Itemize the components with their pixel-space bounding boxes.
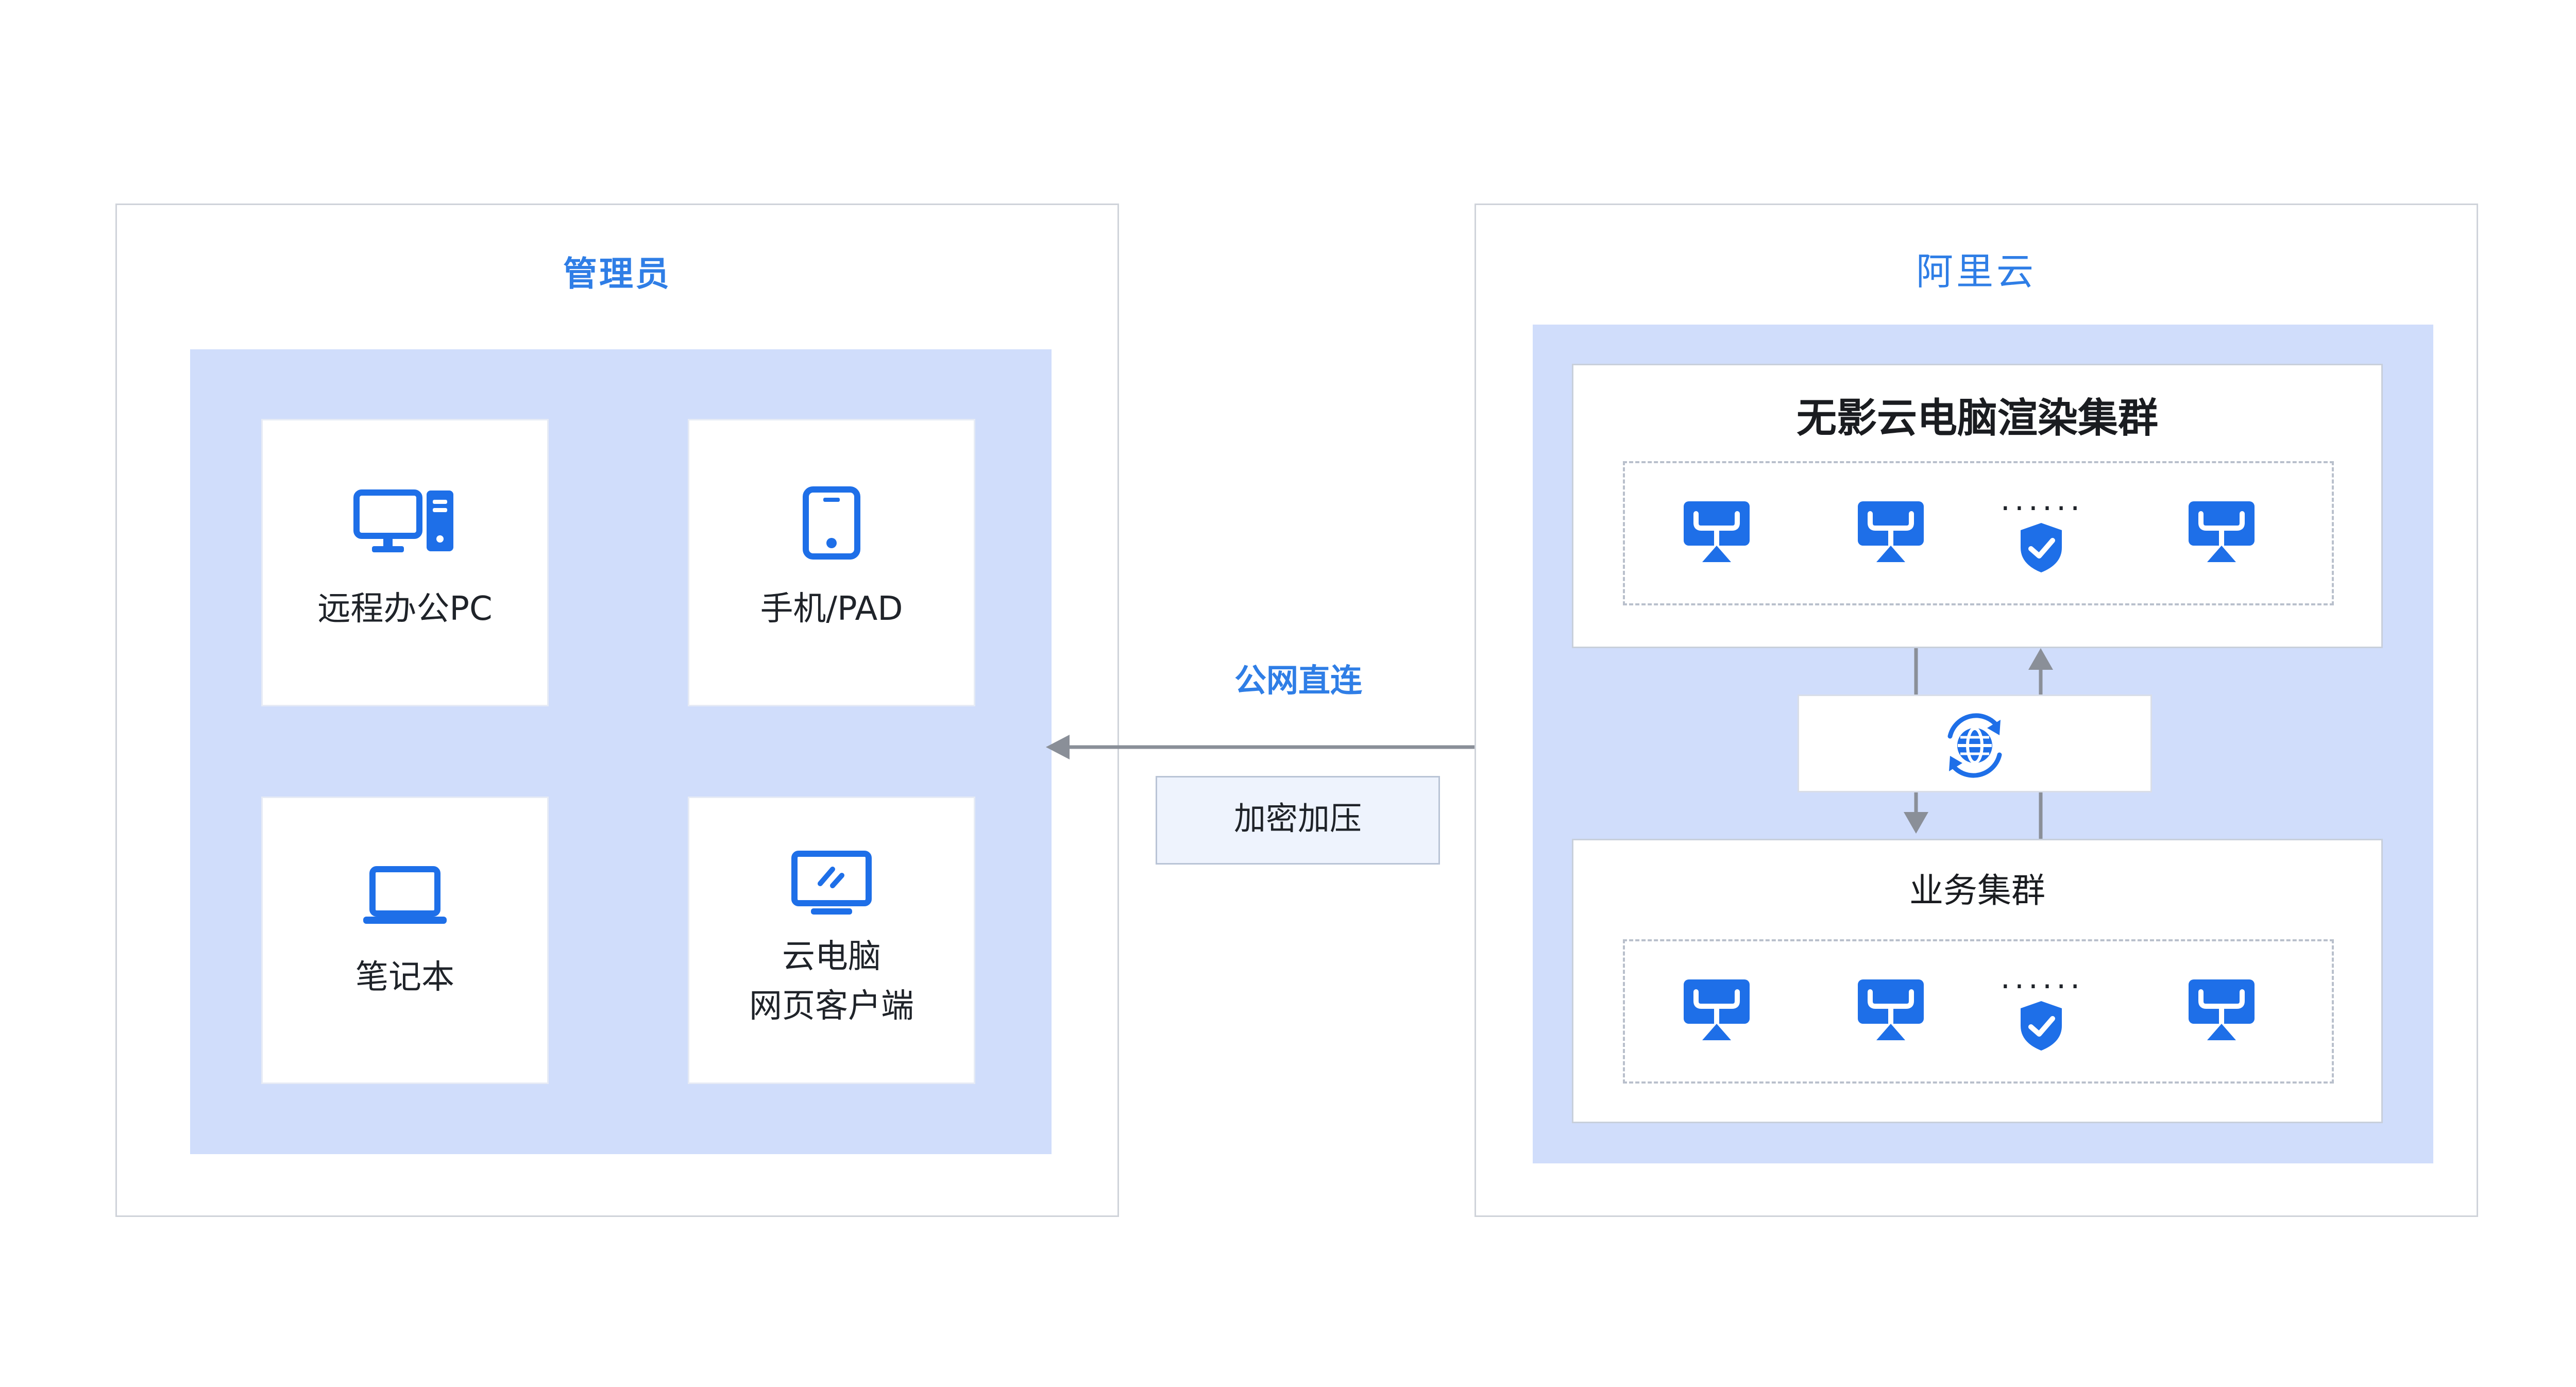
- monitor-icon: [791, 851, 872, 915]
- tablet-icon: [803, 486, 860, 560]
- remote-desktop-node-icon: [1858, 501, 1924, 562]
- device-card-laptop: 笔记本: [261, 797, 549, 1084]
- admin-panel: 管理员 远程办公PC 手机/PAD: [115, 204, 1119, 1217]
- shield-check-icon: [2021, 1001, 2062, 1051]
- device-label: 笔记本: [355, 958, 454, 996]
- remote-desktop-node-icon: [2189, 501, 2255, 562]
- globe-sync-icon: [1947, 713, 2002, 778]
- device-card-web-client: 云电脑 网页客户端: [688, 797, 975, 1084]
- bidirectional-arrow: [1046, 735, 1535, 759]
- shield-check-icon: [2021, 523, 2062, 572]
- remote-desktop-node-icon: [1858, 979, 1924, 1040]
- connection-label: 公网直连: [1234, 662, 1362, 699]
- device-card-remote-pc: 远程办公PC: [261, 419, 549, 706]
- remote-desktop-node-icon: [1684, 979, 1750, 1040]
- business-node-group: ......: [1623, 939, 2334, 1084]
- ellipsis: ......: [2000, 482, 2084, 518]
- cloud-title: 阿里云: [1916, 250, 2037, 293]
- network-gateway-box: [1798, 695, 2152, 792]
- desktop-pc-icon: [353, 489, 453, 552]
- render-cluster-title: 无影云电脑渲染集群: [1796, 395, 2158, 442]
- device-label-line1: 云电脑: [782, 938, 881, 976]
- render-cluster: 无影云电脑渲染集群 ......: [1572, 364, 2383, 648]
- device-group: 远程办公PC 手机/PAD 笔记本: [190, 349, 1052, 1154]
- laptop-icon: [363, 866, 447, 924]
- ellipsis: ......: [2000, 960, 2084, 996]
- render-node-group: ......: [1623, 461, 2334, 605]
- device-card-mobile-pad: 手机/PAD: [688, 419, 975, 706]
- cloud-group: 无影云电脑渲染集群 ......: [1533, 325, 2433, 1163]
- encryption-box: 加密加压: [1156, 776, 1440, 865]
- admin-title: 管理员: [563, 254, 671, 294]
- remote-desktop-node-icon: [1684, 501, 1750, 562]
- business-cluster: 业务集群 ......: [1572, 839, 2383, 1123]
- device-label: 远程办公PC: [317, 590, 493, 628]
- device-label-line2: 网页客户端: [749, 987, 914, 1025]
- business-cluster-title: 业务集群: [1909, 871, 2045, 910]
- remote-desktop-node-icon: [2189, 979, 2255, 1040]
- cloud-panel: 阿里云 无影云电脑渲染集群 ......: [1475, 204, 2478, 1217]
- device-label: 手机/PAD: [760, 590, 903, 628]
